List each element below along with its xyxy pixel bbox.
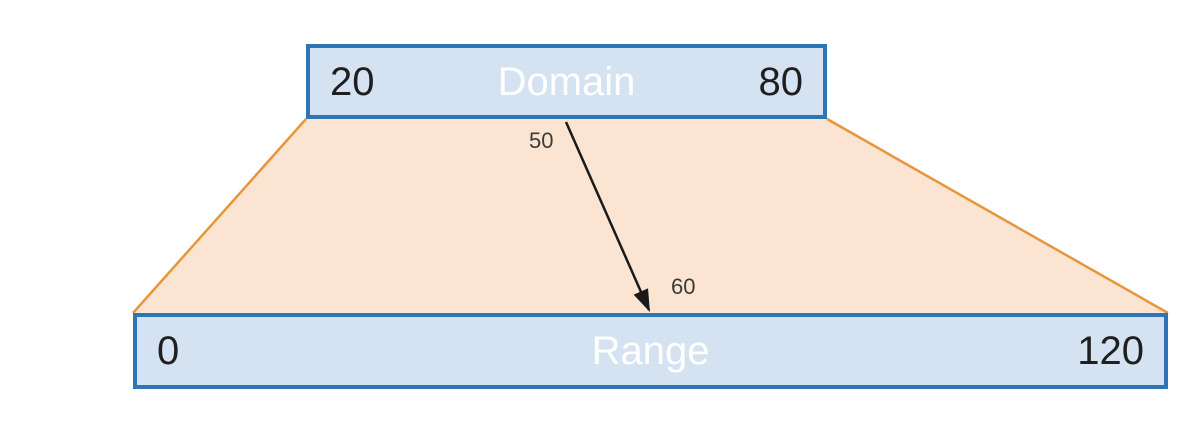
domain-label: Domain xyxy=(497,59,636,104)
arrow-target-value: 60 xyxy=(671,274,696,299)
trapezoid-right-edge xyxy=(826,117,1169,315)
arrow-source-value: 50 xyxy=(529,128,554,153)
domain-end-value: 80 xyxy=(758,59,804,104)
domain-start-value: 20 xyxy=(330,59,375,104)
range-start-value: 0 xyxy=(157,329,180,373)
range-end-value: 120 xyxy=(1077,329,1144,373)
domain-box: 20 Domain 80 xyxy=(306,44,827,119)
range-box: 0 Range 120 xyxy=(133,313,1168,389)
trapezoid-left-edge xyxy=(132,118,307,314)
mapping-arrow xyxy=(564,121,651,313)
range-label: Range xyxy=(591,329,710,373)
mapping-trapezoid xyxy=(133,117,1168,313)
